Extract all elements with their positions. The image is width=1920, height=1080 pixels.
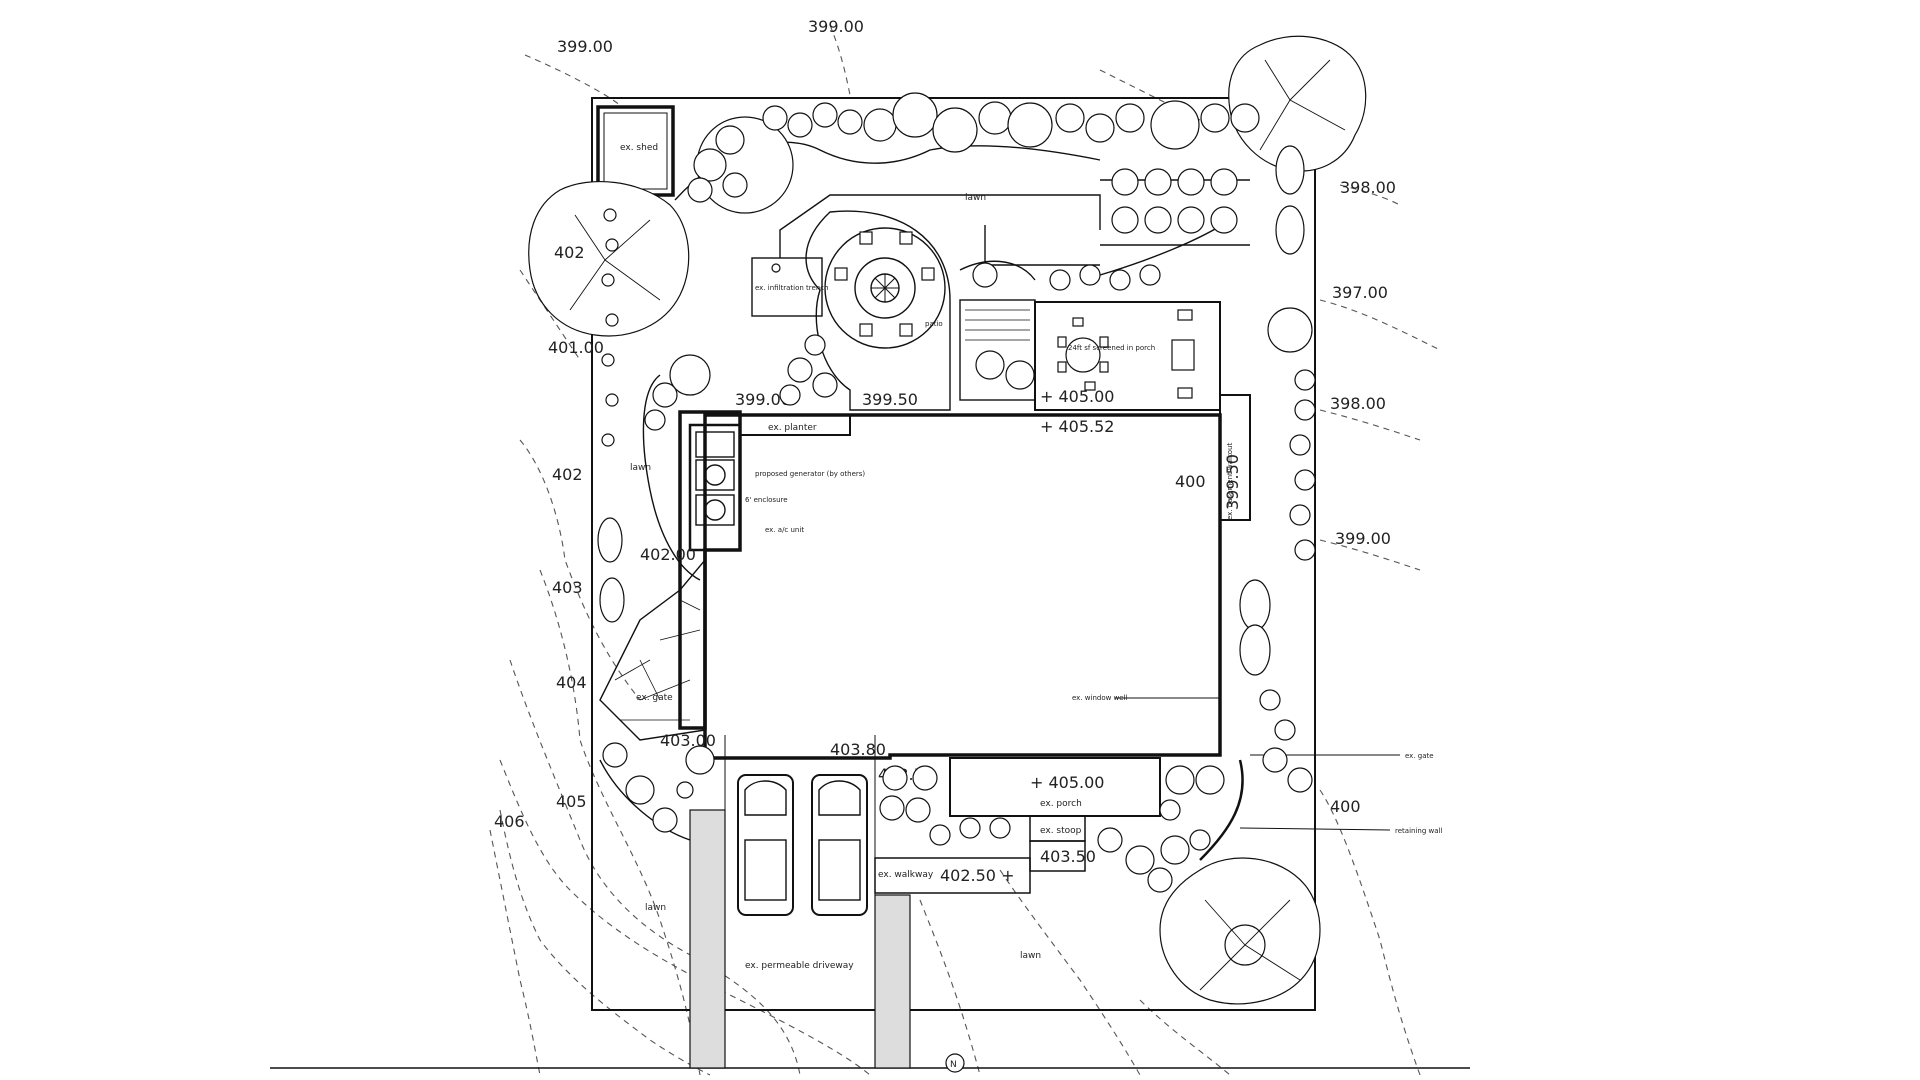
- deciduous-tree-west: [528, 181, 690, 337]
- driveway: 403.80 ex. permeable driveway: [689, 735, 911, 1069]
- contour-label-402b-left: 402: [552, 465, 583, 484]
- north-arrow: N: [945, 1053, 965, 1073]
- spot-elevation-399-00-step: 399.00: [735, 390, 791, 409]
- window-well-label: ex. window well: [1072, 694, 1128, 702]
- house-footprint: 400 ex. basement walkout 399.50: [678, 394, 1251, 760]
- lawn-label-top: lawn: [965, 193, 986, 203]
- shrub-mass-southwest: [602, 742, 715, 833]
- planter-label: ex. planter: [768, 423, 817, 433]
- property-boundary: [591, 97, 1316, 1011]
- spot-elevation-399-50-patio: 399.50: [862, 390, 918, 409]
- shrub-grid-northeast: [1111, 168, 1238, 234]
- spot-elevation-400-house: 400: [1175, 472, 1206, 491]
- contour-label-398-right: 398.00: [1340, 178, 1396, 197]
- planting-bed-edges: [599, 141, 1231, 841]
- spot-elevation-403-00-gate: 403.00: [660, 731, 716, 750]
- shed-label: ex. shed: [620, 143, 658, 153]
- contour-label-399-top: 399.00: [808, 17, 864, 36]
- stoop-label: ex. stoop: [1040, 826, 1082, 836]
- gate-right-label: ex. gate: [1405, 752, 1434, 760]
- gate-left-label: ex. gate: [636, 693, 673, 703]
- driveway-label: ex. permeable driveway: [745, 961, 854, 971]
- infiltration-trench-label: ex. infiltration trench: [755, 284, 829, 292]
- generator-label: proposed generator (by others): [755, 470, 865, 478]
- shrub-mass-front: [879, 765, 1225, 893]
- contour-elevation-labels: 399.00 399.00 402 401.00 402 403 404 405…: [494, 17, 1396, 831]
- porch-label: ex. porch: [1040, 799, 1082, 809]
- shrub-row-east: [1239, 145, 1316, 793]
- front-porch-area: + 405.00 ex. porch ex. stoop 403.50 ex. …: [874, 757, 1161, 894]
- retaining-wall-label: retaining wall: [1395, 827, 1442, 835]
- car-left: [737, 774, 794, 916]
- patio-with-firepit: patio 399.00 399.50: [735, 210, 1036, 411]
- contour-label-404-left: 404: [556, 673, 587, 692]
- spot-elevation-402-50-walkway: 402.50 +: [940, 866, 1014, 885]
- ac-unit-label: ex. a/c unit: [765, 526, 804, 534]
- basement-walkout-label: ex. basement walkout: [1226, 443, 1234, 520]
- contour-lines: [489, 24, 1441, 1076]
- shrub-mass-patio: [779, 262, 1161, 406]
- contour-label-399-right: 399.00: [1335, 529, 1391, 548]
- spot-elevation-405-00-porch: + 405.00: [1030, 773, 1104, 792]
- spot-elevation-399-50-east: 399.50: [1223, 454, 1242, 510]
- lawn-label-bottom: lawn: [1020, 951, 1041, 961]
- contour-label-402-left: 402: [554, 243, 585, 262]
- screened-porch: 24ft sf screened in porch + 405.00: [1034, 301, 1221, 411]
- deciduous-tree-northwest: [687, 116, 794, 214]
- contour-label-398b-right: 398.00: [1330, 394, 1386, 413]
- enclosure-label: 6' enclosure: [745, 496, 788, 504]
- spot-elevation-402-00-walk: 402.00: [640, 545, 696, 564]
- car-right: [811, 774, 868, 916]
- north-label: N: [950, 1060, 957, 1070]
- walkway-label: ex. walkway: [878, 870, 934, 880]
- spot-elevation-porch-deck: + 405.00: [1040, 387, 1114, 406]
- contour-label-405-left: 405: [556, 792, 587, 811]
- contour-label-406-left: 406: [494, 812, 525, 831]
- contour-label-399-left: 399.00: [557, 37, 613, 56]
- shrub-row-west: [597, 208, 711, 623]
- deciduous-tree-southeast: [1159, 857, 1321, 1005]
- contour-label-397-right: 397.00: [1332, 283, 1388, 302]
- planter-and-equipment: ex. planter proposed generator (by other…: [640, 414, 865, 564]
- shrub-row-north: [762, 92, 1260, 153]
- contour-label-403-left: 403: [552, 578, 583, 597]
- contour-label-400-right: 400: [1330, 797, 1361, 816]
- contour-label-401-left: 401.00: [548, 338, 604, 357]
- spot-elevation-403-80: 403.80: [830, 740, 886, 759]
- lawn-label-left: lawn: [630, 463, 651, 473]
- east-side-callouts: ex. window well ex. gate retaining wall: [1072, 694, 1442, 861]
- spot-elevation-405-52: + 405.52: [1040, 417, 1114, 436]
- patio-steps-label: patio: [925, 320, 943, 328]
- flagstone-side-walk: ex. gate 403.00: [599, 558, 716, 750]
- screened-porch-label: 24ft sf screened in porch: [1068, 344, 1155, 352]
- lawn-label-bottom-left: lawn: [645, 903, 666, 913]
- spot-elevation-403-50-stoop: 403.50: [1040, 847, 1096, 866]
- deciduous-tree-northeast: [1228, 35, 1367, 172]
